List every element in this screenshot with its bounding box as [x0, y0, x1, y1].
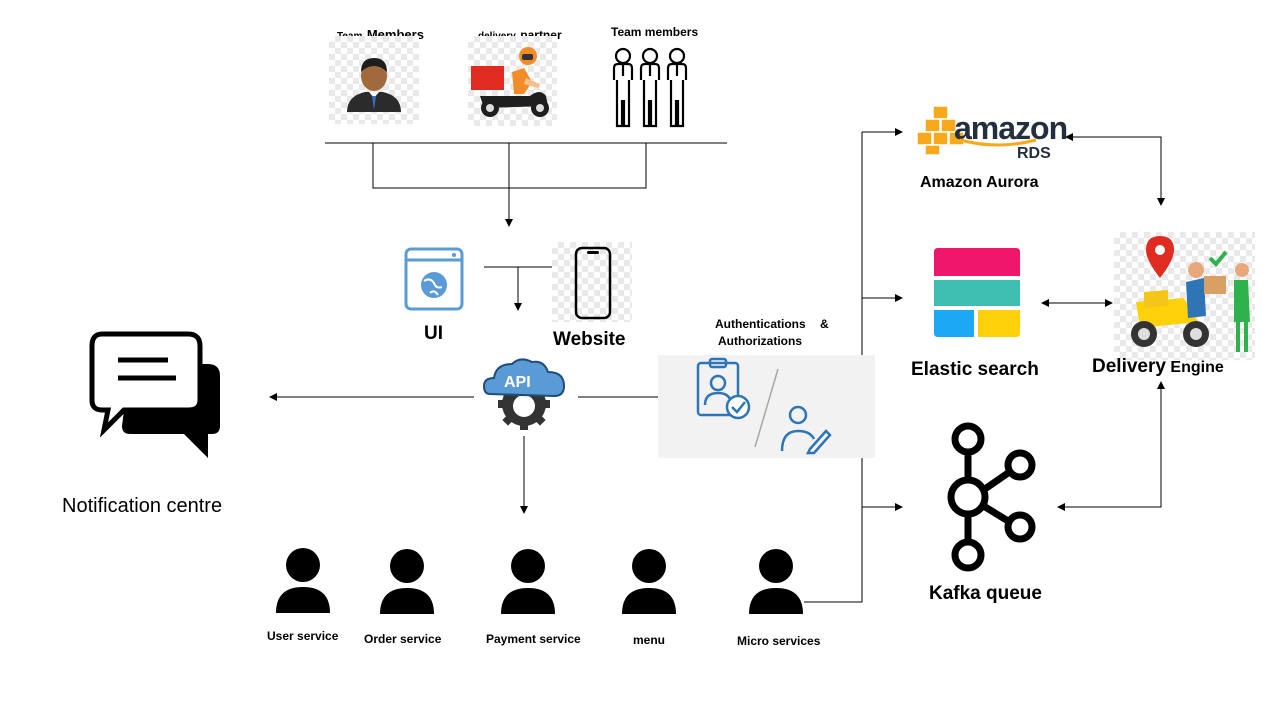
kafka-logo [938, 421, 1038, 573]
website-label: Website [553, 329, 626, 350]
businessman-icon [329, 36, 419, 124]
rds-label: RDS [1017, 145, 1051, 162]
ui-label: UI [424, 323, 443, 344]
delivery-scooter-icon [468, 36, 557, 126]
auth-panel [658, 355, 875, 458]
amazon-logo-text: amazon [954, 110, 1068, 146]
order-service-label: Order service [364, 632, 442, 646]
menu-label: menu [633, 633, 666, 647]
order-service-person-icon [378, 546, 436, 616]
delivery-engine-label: Delivery Engine [1092, 356, 1224, 378]
micro-services-person-icon [747, 546, 805, 616]
api-gear-icon [480, 354, 568, 434]
amazon-smile-icon [959, 138, 1037, 147]
delivery-engine-small-text: Engine [1170, 359, 1224, 376]
smartphone-icon [552, 242, 632, 322]
elastic-search-label: Elastic search [911, 359, 1039, 380]
elastic-search-logo [934, 248, 1020, 337]
auth-line2-label: Authorizations [718, 334, 802, 348]
user-service-person-icon [274, 545, 332, 615]
menu-person-icon [620, 546, 678, 616]
amazon-aurora-label: Amazon Aurora [920, 174, 1039, 191]
payment-service-label: Payment service [486, 632, 581, 646]
delivery-engine-illustration [1114, 232, 1255, 360]
browser-window-icon [404, 247, 464, 311]
api-label: API [504, 374, 531, 391]
delivery-engine-big-text: Delivery [1092, 356, 1166, 377]
user-service-label: User service [267, 629, 339, 643]
team-group-icon [610, 40, 690, 130]
kafka-queue-label: Kafka queue [929, 583, 1042, 604]
amazon-cubes-icon [916, 104, 965, 156]
notification-centre-label: Notification centre [62, 495, 223, 517]
micro-services-label: Micro services [737, 634, 821, 648]
team-members-label-2: Team members [611, 25, 699, 39]
auth-line1-label: Authentications [715, 317, 806, 331]
auth-ampersand-label: & [820, 317, 829, 331]
payment-service-person-icon [499, 546, 557, 616]
chat-bubbles-icon [88, 330, 224, 462]
